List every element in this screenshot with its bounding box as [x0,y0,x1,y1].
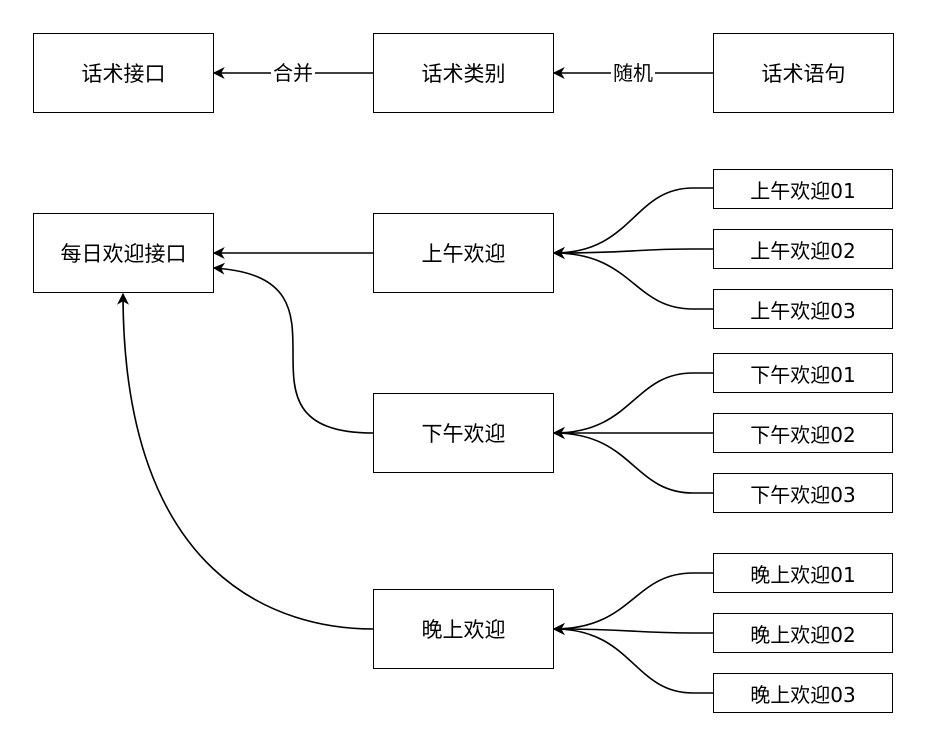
legend-sentence-node[interactable]: 话术语句 [713,33,894,113]
edge-evening-02 [552,623,713,636]
random-edge-label: 随机 [611,61,655,85]
sentence-node-morning-01[interactable]: 上午欢迎01 [713,169,893,209]
edge-evening-01 [552,572,713,635]
category-node-morning[interactable]: 上午欢迎 [373,213,554,293]
edge-evening-03 [552,623,713,694]
sentence-node-evening-03[interactable]: 晚上欢迎03 [713,673,893,713]
merge-edge-label: 合并 [271,61,315,85]
sentence-node-afternoon-03[interactable]: 下午欢迎03 [713,473,893,513]
edge-afternoon-01 [552,372,713,439]
sentence-node-afternoon-01[interactable]: 下午欢迎01 [713,353,893,393]
edge-morning-02 [552,246,713,259]
sentence-node-morning-02[interactable]: 上午欢迎02 [713,229,893,269]
edge-afternoon-to-root [212,262,374,434]
root-interface-node[interactable]: 每日欢迎接口 [33,213,214,293]
sentence-node-evening-02[interactable]: 晚上欢迎02 [713,613,893,653]
edge-morning-03 [552,247,713,310]
category-node-evening[interactable]: 晚上欢迎 [373,589,554,669]
sentence-node-morning-03[interactable]: 上午欢迎03 [713,289,893,329]
edge-morning-01 [552,187,713,259]
legend-interface-node[interactable]: 话术接口 [33,33,214,113]
edge-evening-to-root [117,292,374,630]
sentence-node-evening-01[interactable]: 晚上欢迎01 [713,553,893,593]
sentence-node-afternoon-02[interactable]: 下午欢迎02 [713,413,893,453]
category-node-afternoon[interactable]: 下午欢迎 [373,393,554,473]
legend-category-node[interactable]: 话术类别 [373,33,554,113]
edge-afternoon-03 [552,427,713,494]
